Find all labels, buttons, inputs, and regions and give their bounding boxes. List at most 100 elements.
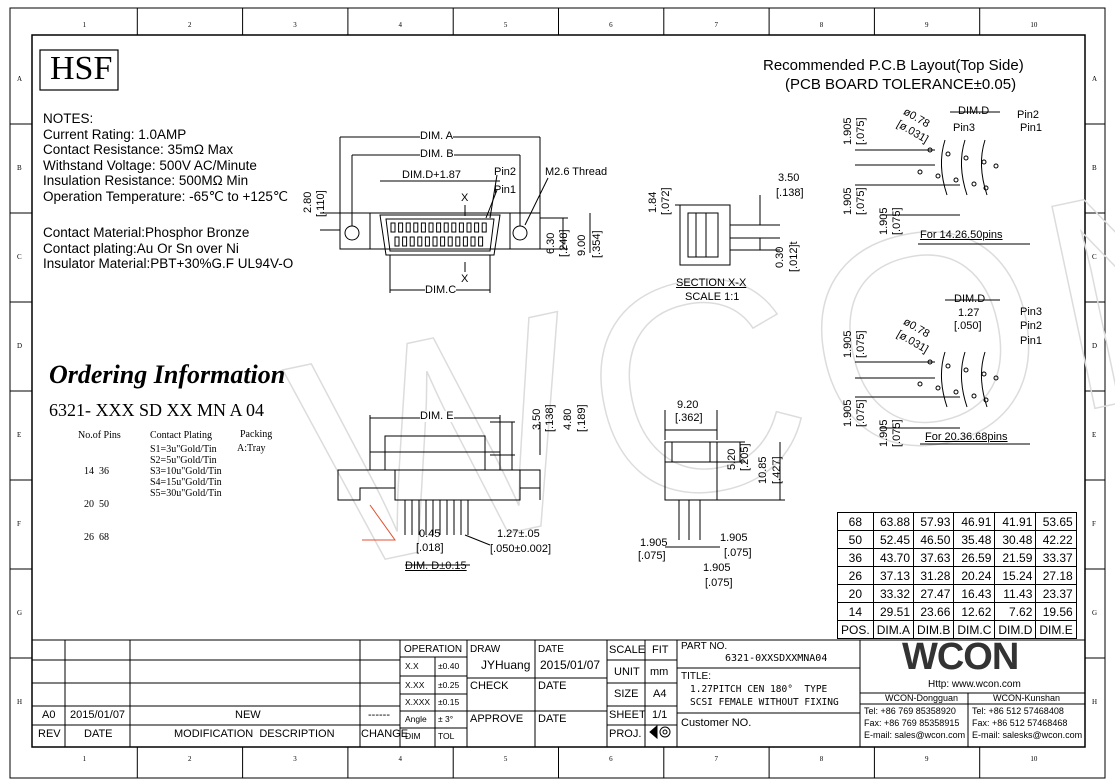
zone-number: 10 xyxy=(1030,21,1038,29)
pcb-b-pin2: Pin2 xyxy=(1020,320,1043,332)
contact-slot xyxy=(436,222,442,233)
unit-value: mm xyxy=(650,666,669,678)
tol-key: X.XXX xyxy=(405,697,431,707)
company-http: Http: www.wcon.com xyxy=(928,679,1021,690)
zone-number: 4 xyxy=(398,755,403,763)
front-dim-c: DIM.C xyxy=(425,284,457,296)
side-1905-bottom: 1.905 xyxy=(703,562,731,574)
front-pin2: Pin2 xyxy=(494,166,517,178)
contact-slot xyxy=(458,222,464,233)
table-cell: 16.43 xyxy=(953,584,996,603)
zone-number: 7 xyxy=(714,21,718,29)
table-cell: DIM.B xyxy=(913,620,955,639)
zone-letter: C xyxy=(17,252,22,261)
pcb-b-pin3: Pin3 xyxy=(1020,306,1043,318)
bottom-350: 3.50 xyxy=(531,408,543,430)
tol-value: ± 3° xyxy=(438,714,454,724)
table-cell: 35.48 xyxy=(953,530,996,549)
bottom-480: 4.80 xyxy=(562,408,574,430)
side-1085: 10.85 xyxy=(757,456,769,484)
contact-slot xyxy=(390,222,396,233)
front-280: 2.80 xyxy=(302,191,314,213)
rev-date-value: 2015/01/07 xyxy=(70,709,126,721)
contact-slot xyxy=(420,222,426,233)
zone-letter: H xyxy=(1092,697,1098,706)
note-line: Operation Temperature: -65℃ to +125℃ xyxy=(43,188,289,204)
plating-option: S4=15u"Gold/Tin xyxy=(150,477,222,488)
material-line: Contact plating:Au Or Sn over Ni xyxy=(43,240,239,256)
table-cell: 31.28 xyxy=(913,566,955,585)
contact-slot xyxy=(428,222,434,233)
sheet-value: 1/1 xyxy=(652,709,668,721)
zone-letter: D xyxy=(1092,341,1098,350)
front-110: [.110] xyxy=(315,190,327,217)
pcb-hole xyxy=(983,397,989,403)
contact-slot xyxy=(466,222,472,233)
pcb-b-pitch-v-in: [.075] xyxy=(855,330,867,358)
pcb-a-pin3: Pin3 xyxy=(953,122,976,134)
table-cell: 33.32 xyxy=(872,584,915,603)
note-line: Withstand Voltage: 500V AC/Minute xyxy=(43,157,257,173)
pins-list: 14 36 20 50 26 68 xyxy=(84,444,109,554)
pcb-a-row: 1.905 xyxy=(842,187,854,215)
rev-header: REV xyxy=(38,728,61,740)
table-cell: 19.56 xyxy=(1035,602,1077,621)
pcb-hole xyxy=(983,185,989,191)
pcb-b-dim-d: DIM.D xyxy=(954,293,986,305)
desc-header: MODIFICATION DESCRIPTION xyxy=(174,728,335,740)
zone-letter: A xyxy=(1092,74,1098,83)
rev-desc-value: NEW xyxy=(235,709,261,721)
section-scale: SCALE 1:1 xyxy=(685,291,740,303)
front-pin1: Pin1 xyxy=(494,184,517,196)
pins-option: 14 36 xyxy=(84,466,109,477)
table-cell: 53.65 xyxy=(1035,512,1077,531)
section-012: [.012]t xyxy=(788,241,800,272)
pcb-b-caption: For 20.36.68pins xyxy=(925,431,1008,443)
front-dim-a: DIM. A xyxy=(420,130,454,142)
table-cell: 26.59 xyxy=(953,548,996,567)
zone-letter: D xyxy=(17,341,23,350)
material-line: Contact Material:Phosphor Bronze xyxy=(43,225,250,240)
table-cell: 15.24 xyxy=(994,566,1037,585)
pins-heading: No.of Pins xyxy=(78,430,121,441)
plating-option: S5=30u"Gold/Tin xyxy=(150,488,222,499)
front-900: 9.00 xyxy=(576,234,588,256)
ordering-part-code: 6321- XXX SD XX MN A 04 xyxy=(49,400,265,420)
section-184: 1.84 xyxy=(647,191,659,213)
hsf-logo: HSF xyxy=(50,50,113,87)
table-cell: 14 xyxy=(837,602,874,621)
customer-no-label: Customer NO. xyxy=(681,717,752,729)
tol-key: Angle xyxy=(405,714,427,724)
zone-number: 3 xyxy=(293,755,297,763)
zone-number: 7 xyxy=(714,755,718,763)
side-1905-right: 1.905 xyxy=(720,532,748,544)
wcon-logo: WCON xyxy=(902,636,1019,678)
zone-number: 9 xyxy=(925,21,929,29)
side-075-bottom: [.075] xyxy=(705,577,733,589)
note-line: Current Rating: 1.0AMP xyxy=(43,126,187,142)
pcb-hole xyxy=(993,375,999,381)
pcb-b-pitch-in: [.050] xyxy=(954,320,982,332)
tol-title: OPERATION xyxy=(404,644,463,655)
date-label-2: DATE xyxy=(538,680,567,692)
zone-letter: C xyxy=(1092,252,1097,261)
pcb-hole xyxy=(945,151,951,157)
note-line: Contact Resistance: 35mΩ Max xyxy=(43,142,234,157)
table-cell: 11.43 xyxy=(994,584,1037,603)
front-dim-d187: DIM.D+1.87 xyxy=(402,169,461,181)
table-cell: DIM.E xyxy=(1035,620,1077,639)
section-030: 0.30 xyxy=(774,246,786,268)
rev-change-value: ------ xyxy=(368,709,390,721)
side-362: [.362] xyxy=(675,412,703,424)
table-cell: 36 xyxy=(837,548,874,567)
pcb-b-pitch: 1.27 xyxy=(958,307,980,319)
dg-fax: Fax: +86 769 85358915 xyxy=(864,718,960,728)
pcb-hole xyxy=(953,389,959,395)
table-cell: POS. xyxy=(837,620,874,639)
change-header: CHANGE xyxy=(361,728,409,740)
table-cell: 50 xyxy=(837,530,874,549)
pcb-layout-title: Recommended P.C.B Layout(Top Side) xyxy=(763,57,1024,74)
table-cell: 63.88 xyxy=(872,512,915,531)
